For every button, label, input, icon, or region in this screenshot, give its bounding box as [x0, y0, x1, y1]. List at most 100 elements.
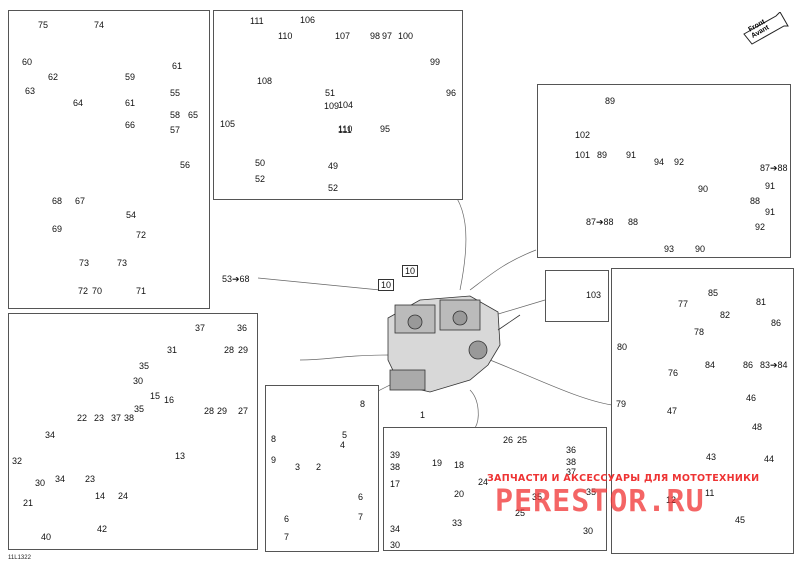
part-callout-panel-top-left: 61	[125, 98, 136, 108]
part-callout-panel-bottom-right: 82	[720, 310, 731, 320]
part-callout-panel-bottom-center: 24	[478, 477, 489, 487]
callout-103: 103	[586, 290, 602, 300]
part-callout-panel-top-mid: 111	[338, 125, 352, 135]
part-callout-panel-top-mid: 105	[220, 119, 236, 129]
part-callout-panel-bottom-left: 40	[41, 532, 52, 542]
part-callout-panel-bottom-right: 12	[666, 495, 677, 505]
part-callout-panel-top-left: 54	[126, 210, 137, 220]
part-callout-panel-top-mid: 50	[255, 158, 266, 168]
part-callout-panel-top-mid: 110	[338, 124, 353, 134]
callout-center-10b: 10	[402, 265, 419, 277]
part-callout-panel-bottom-center: 36	[566, 445, 577, 455]
part-callout-panel-bottom-left: 28	[224, 345, 235, 355]
part-callout-panel-bottom-left: 36	[237, 323, 248, 333]
part-callout-panel-top-mid: 110	[278, 31, 293, 41]
part-callout-panel-bottom-right: 43	[706, 452, 717, 462]
part-callout-panel-bottom-left: 16	[164, 395, 175, 405]
part-callout-panel-top-left: 74	[94, 20, 105, 30]
part-callout-panel-top-mid: 106	[300, 15, 316, 25]
part-callout-panel-top-right: 92	[755, 222, 766, 232]
panel-bottom-mid	[265, 385, 379, 552]
part-callout-panel-bottom-left: 32	[12, 456, 23, 466]
part-callout-panel-bottom-right: 46	[746, 393, 757, 403]
part-callout-panel-bottom-mid: 6	[284, 514, 290, 524]
diagram-code: 11L1322	[8, 555, 31, 561]
part-callout-panel-bottom-left: 29	[238, 345, 249, 355]
part-callout-panel-top-mid: 51	[325, 88, 336, 98]
part-callout-panel-top-right: 92	[674, 157, 685, 167]
part-callout-panel-top-right: 90	[698, 184, 709, 194]
panel-bottom-center	[383, 427, 607, 551]
part-callout-panel-bottom-center: 18	[454, 460, 465, 470]
part-callout-panel-top-left: 67	[75, 196, 86, 206]
part-callout-panel-bottom-left: 23	[94, 413, 105, 423]
part-callout-panel-bottom-center: 17	[390, 479, 401, 489]
part-callout-panel-top-mid: 95	[380, 124, 391, 134]
part-callout-panel-bottom-mid: 5	[342, 430, 348, 440]
part-callout-panel-bottom-left: 22	[77, 413, 88, 423]
part-callout-panel-bottom-mid: 6	[358, 492, 364, 502]
leader-bottom-center	[469, 389, 479, 429]
part-callout-panel-bottom-left: 29	[217, 406, 228, 416]
part-callout-panel-bottom-right: 76	[668, 368, 679, 378]
part-callout-panel-bottom-left: 27	[238, 406, 249, 416]
leader-top-left	[257, 277, 381, 291]
part-callout-panel-bottom-left: 34	[55, 474, 66, 484]
part-callout-panel-top-mid: 49	[328, 161, 339, 171]
part-callout-panel-top-mid: 111	[250, 16, 264, 26]
part-callout-panel-top-left: 72	[78, 286, 89, 296]
part-callout-panel-bottom-center: 30	[583, 526, 594, 536]
part-callout-panel-top-left: 68	[52, 196, 63, 206]
part-callout-panel-top-right: 88	[628, 217, 639, 227]
part-callout-panel-top-right: 102	[575, 130, 591, 140]
part-callout-panel-bottom-center: 38	[390, 462, 401, 472]
callout-center-10a: 10	[378, 279, 395, 291]
panel-top-left	[8, 10, 210, 309]
leader-bottom-right	[489, 359, 613, 406]
part-callout-panel-bottom-right: 11	[705, 488, 715, 498]
part-callout-panel-bottom-left: 30	[35, 478, 46, 488]
front-direction-icon	[743, 12, 789, 45]
part-callout-panel-top-left: 55	[170, 88, 181, 98]
part-callout-panel-top-right: 89	[597, 150, 608, 160]
part-callout-panel-top-left: 73	[117, 258, 128, 268]
part-callout-panel-top-left: 73	[79, 258, 90, 268]
watermark-top: ЗАПЧАСТИ И АКСЕССУАРЫ ДЛЯ МОТОТЕХНИКИ	[487, 473, 760, 484]
part-callout-panel-top-right: 93	[664, 244, 675, 254]
part-callout-panel-top-right: 90	[695, 244, 706, 254]
part-callout-panel-top-right: 91	[765, 181, 776, 191]
part-callout-panel-top-left: 58	[170, 110, 181, 120]
leader-bottom-left	[299, 354, 391, 361]
part-callout-panel-top-mid: 96	[446, 88, 457, 98]
part-callout-panel-top-right: 101	[575, 150, 591, 160]
part-callout-panel-top-right: 91	[765, 207, 776, 217]
panel-bottom-left	[8, 313, 258, 550]
part-callout-panel-bottom-right: 45	[735, 515, 746, 525]
part-callout-panel-bottom-left: 42	[97, 524, 108, 534]
part-callout-panel-top-left: 63	[25, 86, 36, 96]
part-callout-panel-bottom-center: 26	[503, 435, 514, 445]
watermark-main: PERESTOR.RU	[495, 484, 705, 519]
callout-engine-1: 1	[420, 410, 426, 420]
part-callout-panel-bottom-center: 25	[517, 435, 528, 445]
part-callout-panel-bottom-mid: 7	[358, 512, 364, 522]
part-callout-panel-bottom-right: 81	[756, 297, 767, 307]
leader-103	[494, 299, 546, 316]
part-callout-panel-top-left: 62	[48, 72, 59, 82]
part-callout-panel-bottom-left: 31	[167, 345, 178, 355]
part-callout-panel-bottom-mid: 8	[360, 399, 366, 409]
part-callout-panel-bottom-center: 37	[566, 467, 577, 477]
part-callout-panel-bottom-left: 13	[175, 451, 186, 461]
part-callout-panel-bottom-left: 34	[45, 430, 56, 440]
part-callout-panel-top-left: 59	[125, 72, 136, 82]
panel-103	[545, 270, 609, 322]
part-callout-panel-top-left: 71	[136, 286, 147, 296]
part-callout-panel-bottom-center: 34	[390, 524, 401, 534]
part-callout-panel-top-right: 87➔88	[760, 163, 788, 173]
part-callout-panel-top-left: 60	[22, 57, 33, 67]
part-callout-panel-bottom-left: 24	[118, 491, 129, 501]
part-callout-panel-top-mid: 108	[257, 76, 273, 86]
part-callout-panel-top-mid: 52	[328, 183, 339, 193]
part-callout-panel-bottom-right: 84	[705, 360, 716, 370]
